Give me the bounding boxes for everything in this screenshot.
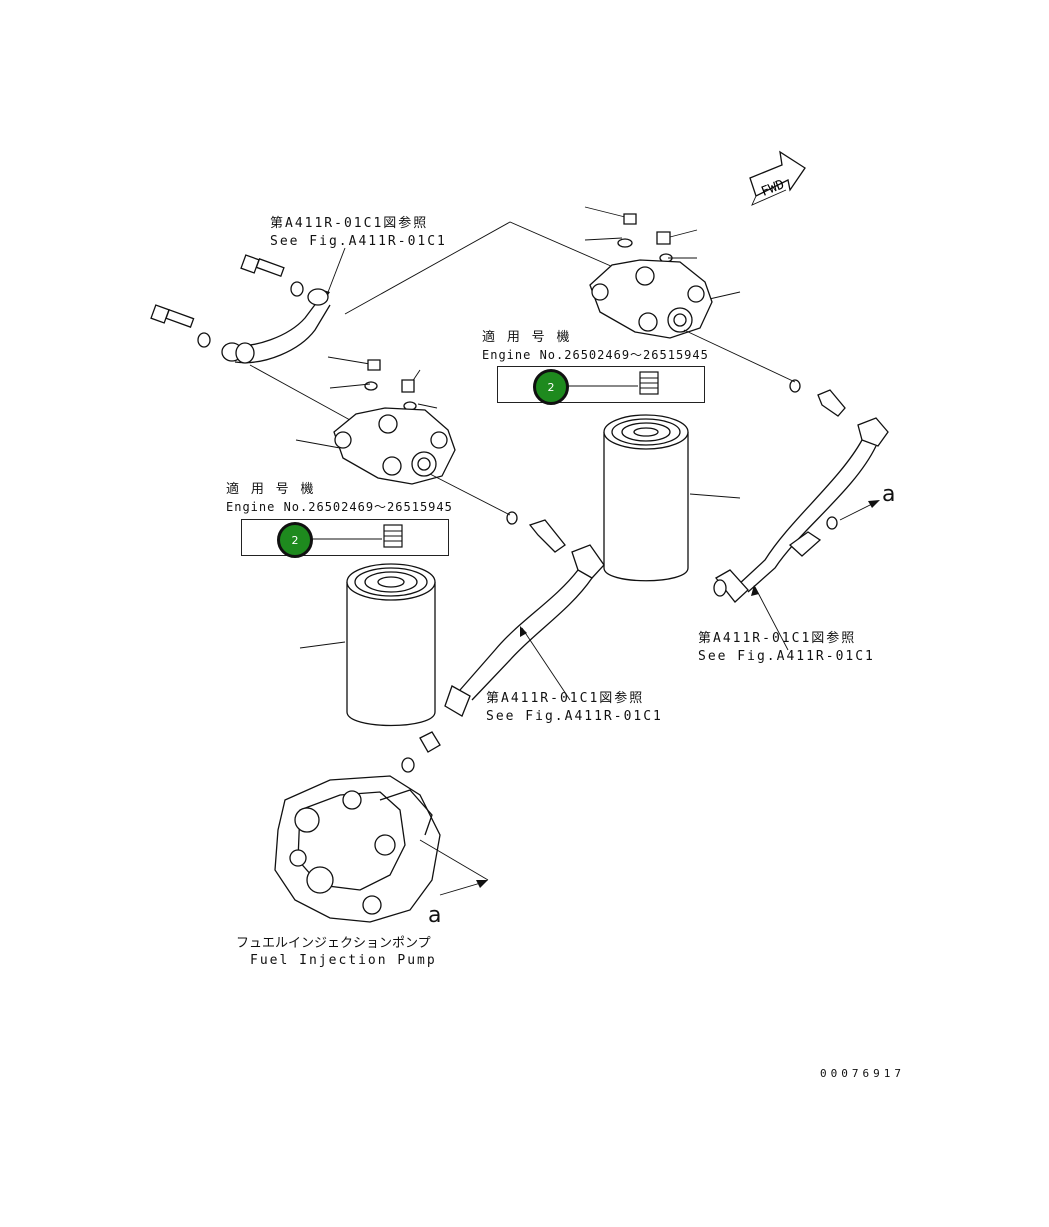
callout-right-jp: 適 用 号 機: [482, 330, 572, 345]
ref-right-en: See Fig.A411R-01C1: [698, 649, 875, 664]
ref-middle-en: See Fig.A411R-01C1: [486, 709, 663, 724]
arrow-a-bottom-label: a: [428, 903, 442, 928]
callout-left-jp: 適 用 号 機: [226, 482, 316, 497]
pump-label-en: Fuel Injection Pump: [250, 953, 437, 968]
callout-left-box: [241, 519, 449, 556]
ref-top-en: See Fig.A411R-01C1: [270, 234, 447, 249]
filter-head-left: [295, 356, 511, 516]
fwd-arrow-icon: [749, 150, 806, 206]
callout-left-part-icon: [312, 524, 403, 548]
arrow-a-right-label: a: [882, 482, 896, 507]
pump-label-jp: フュエルインジェクションポンプ: [236, 936, 431, 951]
ref-middle-jp: 第A411R-01C1図参照: [486, 691, 645, 706]
callout-right-part-icon: [568, 371, 659, 395]
filter-cartridge-right: [603, 414, 741, 582]
callout-left-en: Engine No.26502469～26515945: [226, 500, 453, 514]
callout-right-box: [497, 366, 705, 403]
callout-left-badge: 2: [277, 522, 313, 558]
callout-right-en: Engine No.26502469～26515945: [482, 348, 709, 362]
hose-right: [713, 379, 889, 651]
top-hose-assembly: [150, 254, 331, 364]
ref-top-jp: 第A411R-01C1図参照: [270, 216, 429, 231]
filter-head-right: [584, 206, 796, 383]
ref-right-jp: 第A411R-01C1図参照: [698, 631, 857, 646]
fuel-injection-pump: [274, 775, 489, 923]
callout-right-badge: 2: [533, 369, 569, 405]
drawing-number: 00076917: [820, 1067, 905, 1080]
filter-cartridge-left: [299, 563, 436, 727]
hose-middle: [401, 511, 605, 773]
